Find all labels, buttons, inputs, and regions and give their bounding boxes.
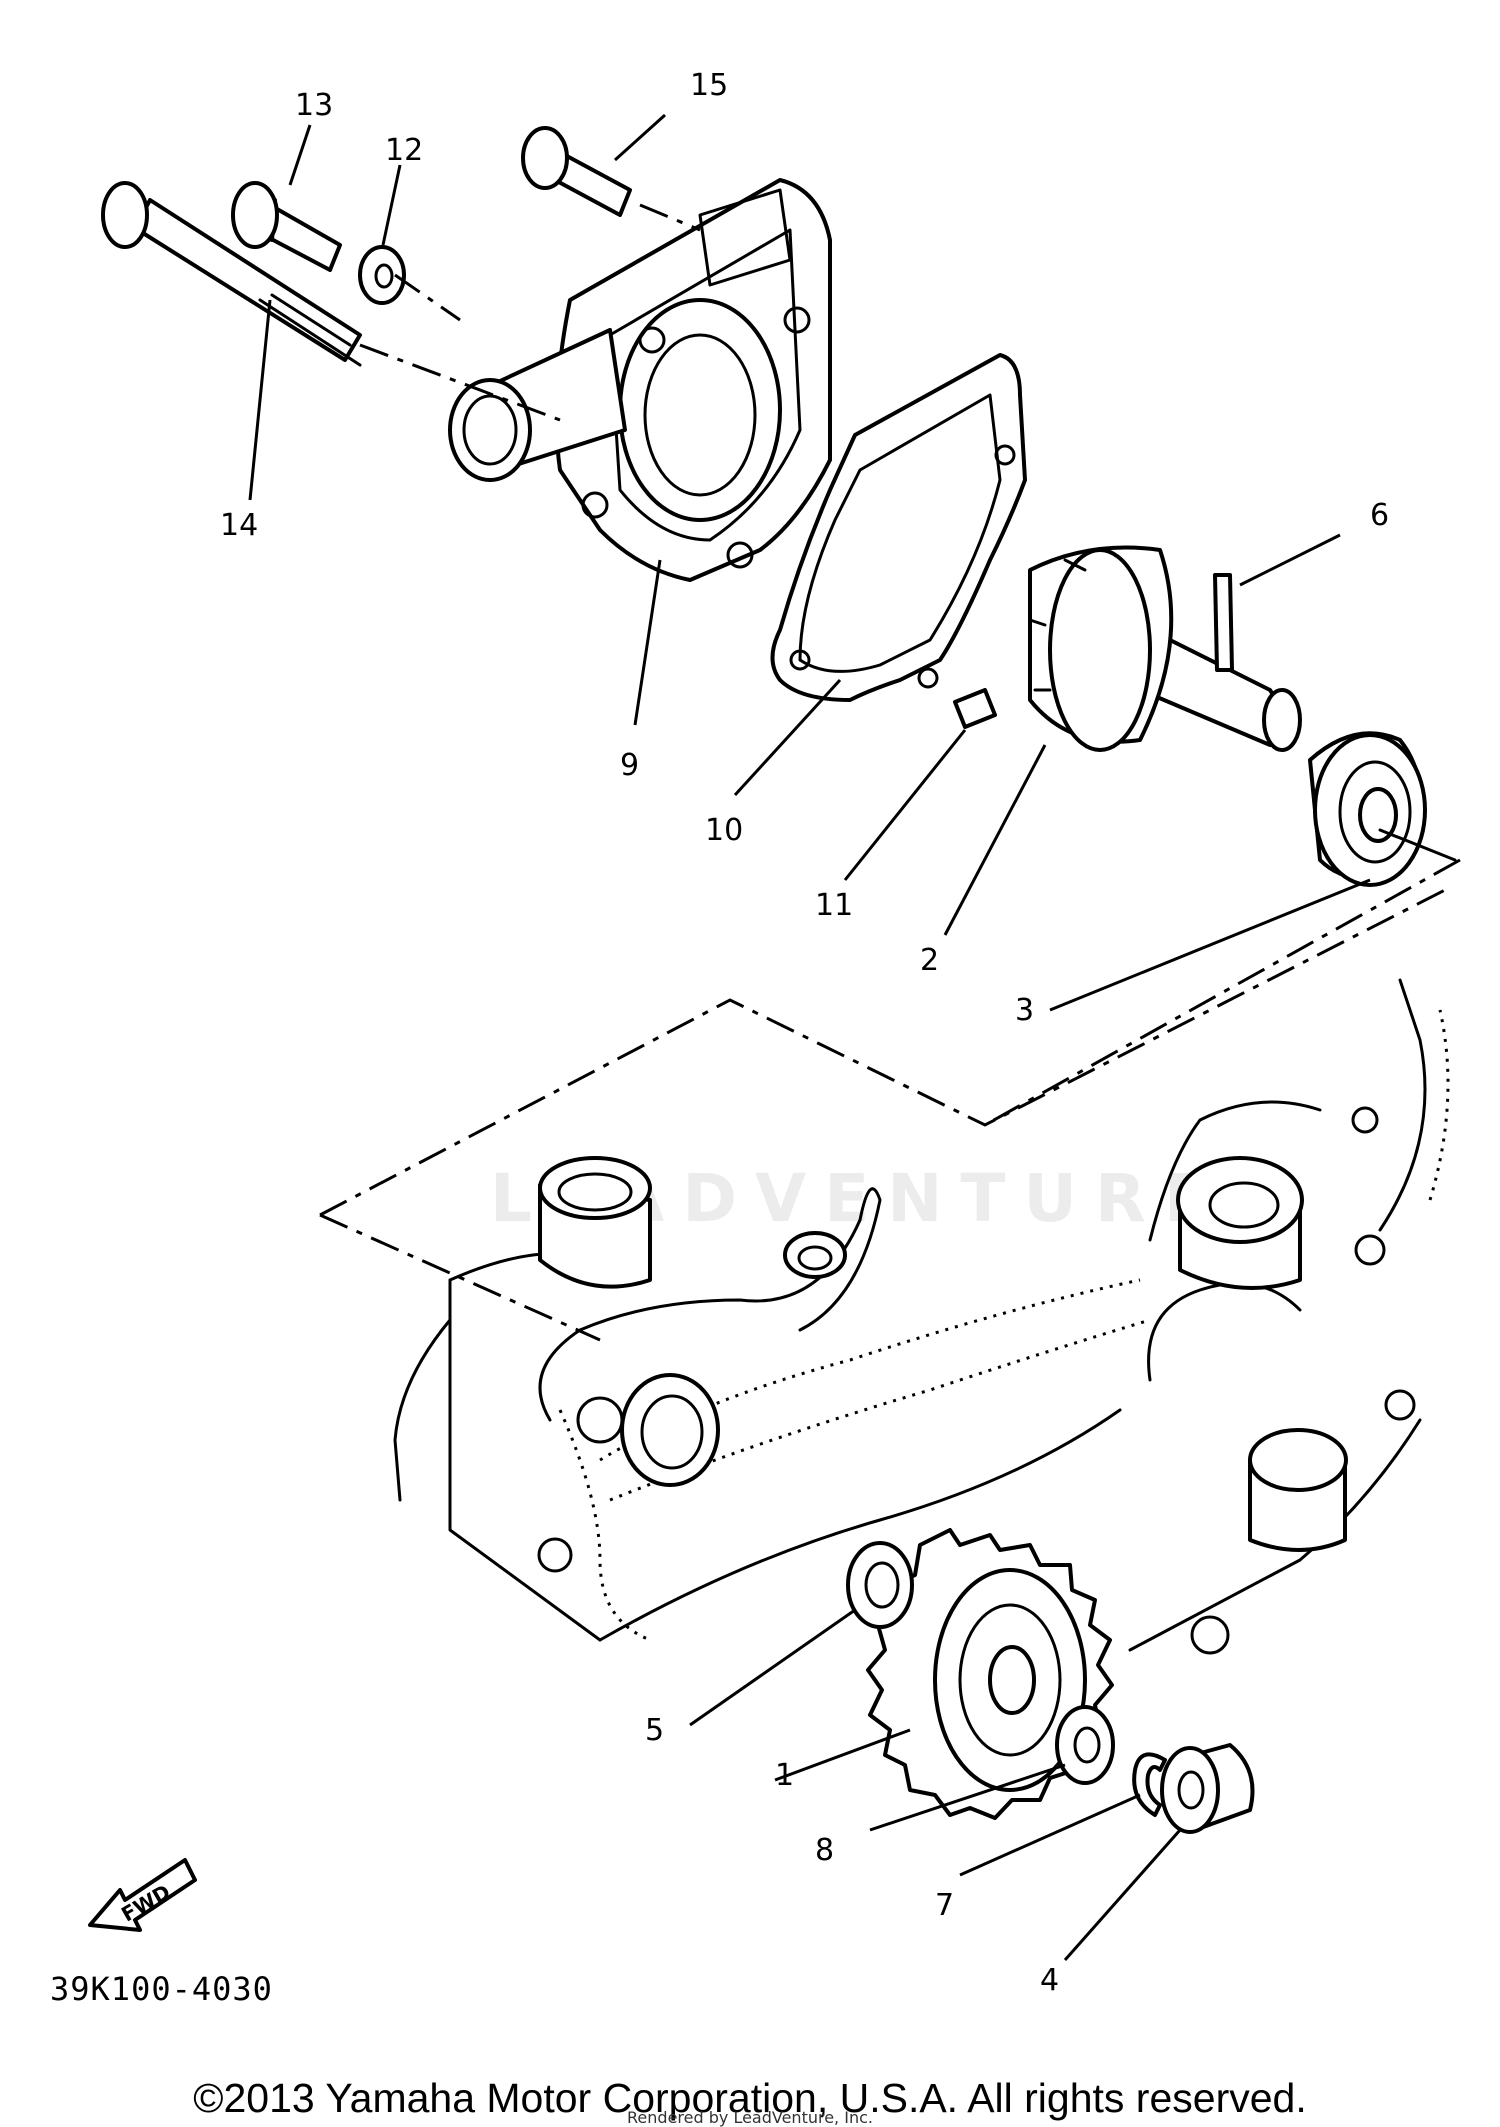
catalog-code: 39K100-4030 bbox=[50, 1970, 273, 2008]
gasket-10 bbox=[770, 353, 1027, 702]
callout-2: 2 bbox=[920, 943, 939, 978]
bolt-13 bbox=[231, 181, 342, 272]
callout-8: 8 bbox=[815, 1833, 834, 1868]
circlip-7 bbox=[1132, 1752, 1167, 1817]
render-credit: Rendered by LeadVenture, Inc. bbox=[627, 2108, 873, 2127]
washer-12 bbox=[358, 245, 406, 305]
washer-8 bbox=[1055, 1705, 1115, 1785]
washer-5 bbox=[846, 1541, 914, 1629]
centerline-15 bbox=[639, 203, 701, 232]
callout-11: 11 bbox=[815, 888, 853, 923]
bolt-15 bbox=[521, 126, 632, 217]
copyright-notice: ©2013 Yamaha Motor Corporation, U.S.A. A… bbox=[193, 2075, 1307, 2121]
callout-14: 14 bbox=[220, 508, 258, 543]
callout-12: 12 bbox=[385, 133, 423, 168]
callout-labels: 1 2 3 4 5 6 7 8 9 10 11 12 13 14 15 bbox=[220, 68, 1389, 1998]
bolt-14 bbox=[101, 181, 362, 367]
impeller-shaft-2 bbox=[1028, 545, 1302, 752]
centerline-bearing bbox=[984, 858, 1461, 1127]
crankcase bbox=[319, 888, 1450, 1655]
callout-4: 4 bbox=[1040, 1963, 1059, 1998]
collar-4 bbox=[1160, 1743, 1255, 1834]
bearing-3 bbox=[1308, 731, 1457, 887]
pump-cover-9 bbox=[448, 178, 832, 582]
dowel-pin-11 bbox=[953, 688, 997, 729]
callout-3: 3 bbox=[1015, 993, 1034, 1028]
centerline-upper bbox=[359, 343, 561, 422]
fwd-direction-arrow: FWD bbox=[88, 1858, 197, 1932]
callout-9: 9 bbox=[620, 748, 639, 783]
callout-1: 1 bbox=[775, 1758, 794, 1793]
pin-6 bbox=[1213, 573, 1234, 672]
leader-lines bbox=[248, 113, 1371, 1961]
callout-7: 7 bbox=[935, 1888, 954, 1923]
callout-15: 15 bbox=[690, 68, 728, 103]
callout-5: 5 bbox=[645, 1713, 664, 1748]
callout-13: 13 bbox=[295, 88, 333, 123]
gear-1 bbox=[866, 1528, 1114, 1820]
centerline-upper-2 bbox=[394, 273, 461, 322]
callout-6: 6 bbox=[1370, 498, 1389, 533]
callout-10: 10 bbox=[705, 813, 743, 848]
